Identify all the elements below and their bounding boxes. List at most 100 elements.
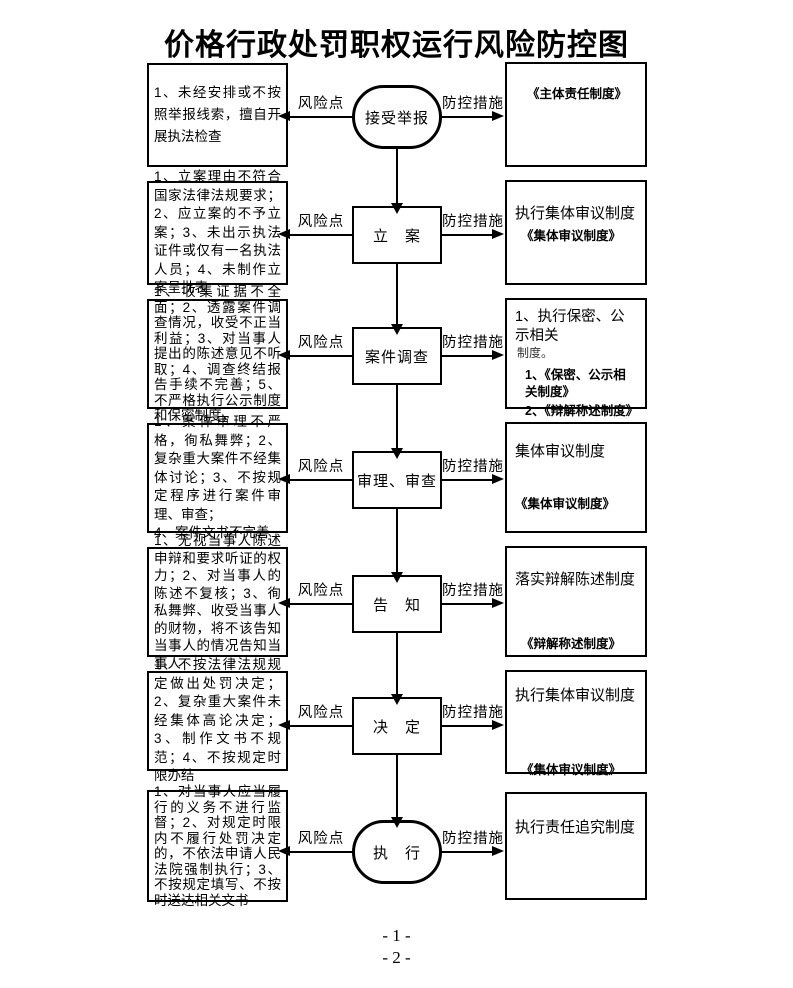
- risk-point-label: 风险点: [297, 335, 345, 351]
- measure-arrow-label: 防控措施: [442, 583, 504, 599]
- risk-arrow: [278, 598, 352, 608]
- arrowhead-down-icon: [391, 324, 403, 335]
- measure-text: 落实辩解陈述制度: [515, 571, 636, 588]
- measure-arrow-label: 防控措施: [442, 459, 504, 475]
- measure-box: 落实辩解陈述制度《辩解称述制度》: [505, 546, 647, 657]
- step-shape: 接受举报: [352, 85, 442, 149]
- arrowhead-down-icon: [391, 203, 403, 214]
- measure-box: 执行集体审议制度《集体审议制度》: [505, 670, 647, 777]
- risk-point-label: 风险点: [297, 214, 345, 230]
- flow-row: 1、案件审理不严格，徇私舞弊；2、复杂重大案件不经集体讨论；3、不按规定程序进行…: [0, 414, 793, 542]
- measure-arrow: [440, 720, 504, 730]
- flowchart: 1、未经安排或不按照举报线索，擅自开展执法检查 风险点 接受举报 防控措施 《主…: [0, 58, 793, 918]
- flow-row: 1、对当事人应当履行的义务不进行监督；2、对规定时限内不履行处罚决定的，不依法申…: [0, 784, 793, 918]
- risk-arrow: [278, 474, 352, 484]
- arrowhead-right-icon: [492, 846, 504, 856]
- connector-in: [391, 542, 403, 583]
- step-shape: 告 知: [352, 575, 442, 633]
- risk-text: 1、对当事人应当履行的义务不进行监督；2、对规定时限内不履行处罚决定的，不依法申…: [154, 784, 281, 908]
- step-label: 决 定: [372, 718, 421, 736]
- step-label: 执 行: [372, 844, 421, 862]
- risk-box: 1、未经安排或不按照举报线索，擅自开展执法检查: [147, 63, 288, 167]
- measure-box: 集体审议制度《集体审议制度》: [505, 422, 647, 533]
- flow-row: 1、无视当事人陈述申辩和要求听证的权力；2、对当事人的陈述不复核；3、徇私舞弊、…: [0, 533, 793, 671]
- arrowhead-left-icon: [278, 720, 290, 730]
- connector-in: [391, 294, 403, 335]
- measure-arrow-label: 防控措施: [442, 335, 504, 351]
- step-shape: 决 定: [352, 697, 442, 755]
- connector-out: [396, 264, 398, 294]
- risk-box: 1、不按法律法规规定做出处罚决定；2、复杂重大案件未经集体高论决定；3、制作文书…: [147, 657, 288, 783]
- arrowhead-left-icon: [278, 846, 290, 856]
- measure-box: 执行责任追究制度: [505, 792, 647, 900]
- flow-row: 1、未经安排或不按照举报线索，擅自开展执法检查 风险点 接受举报 防控措施 《主…: [0, 58, 793, 176]
- measure-box: 执行集体审议制度《集体审议制度》: [505, 180, 647, 285]
- page-title: 价格行政处罚职权运行风险防控图: [164, 29, 629, 62]
- measure-arrow-label: 防控措施: [442, 705, 504, 721]
- measure-doc-title: 《集体审议制度》: [515, 496, 616, 511]
- step-shape: 案件调查: [352, 327, 442, 385]
- connector-in: [391, 418, 403, 459]
- step-shape: 审理、审查: [352, 451, 442, 509]
- arrowhead-down-icon: [391, 572, 403, 583]
- arrowhead-right-icon: [492, 598, 504, 608]
- step-label: 审理、审查: [356, 472, 437, 490]
- step-label: 立 案: [372, 227, 421, 245]
- step-label: 接受举报: [364, 109, 429, 127]
- arrowhead-left-icon: [278, 111, 290, 121]
- measure-doc-title: 1、《保密、公示相关制度》: [525, 368, 626, 399]
- connector-out: [396, 509, 398, 542]
- arrowhead-right-icon: [492, 229, 504, 239]
- risk-point-label: 风险点: [297, 96, 345, 112]
- connector-out: [396, 385, 398, 418]
- risk-box: 1、案件审理不严格，徇私舞弊；2、复杂重大案件不经集体讨论；3、不按规定程序进行…: [147, 414, 288, 540]
- measure-arrow: [440, 474, 504, 484]
- measure-arrow-label: 防控措施: [442, 214, 504, 230]
- step-label: 案件调查: [364, 348, 429, 366]
- risk-text: 1、收集证据不全面；2、透露案件调查情况，收受不正当利益；3、对当事人提出的陈述…: [154, 284, 281, 424]
- arrowhead-down-icon: [391, 817, 403, 828]
- measure-arrow-label: 防控措施: [442, 96, 504, 112]
- measure-arrow: [440, 598, 504, 608]
- risk-box: 1、无视当事人陈述申辩和要求听证的权力；2、对当事人的陈述不复核；3、徇私舞弊、…: [147, 533, 288, 671]
- flow-row: 1、不按法律法规规定做出处罚决定；2、复杂重大案件未经集体高论决定；3、制作文书…: [0, 657, 793, 786]
- risk-point-label: 风险点: [297, 583, 345, 599]
- risk-arrow: [278, 720, 352, 730]
- measure-doc-title: 《集体审议制度》: [521, 762, 622, 777]
- arrowhead-right-icon: [492, 350, 504, 360]
- connector-in: [391, 666, 403, 705]
- risk-text: 1、不按法律法规规定做出处罚决定；2、复杂重大案件未经集体高论决定；3、制作文书…: [154, 657, 281, 784]
- arrowhead-left-icon: [278, 350, 290, 360]
- risk-box: 1、收集证据不全面；2、透露案件调查情况，收受不正当利益；3、对当事人提出的陈述…: [147, 284, 288, 423]
- measure-text: 集体审议制度: [515, 443, 606, 460]
- arrowhead-down-icon: [391, 694, 403, 705]
- connector-out: [396, 755, 398, 786]
- measure-doc-title: 《主体责任制度》: [527, 87, 628, 101]
- page-number-1: - 1 -: [382, 926, 411, 945]
- arrowhead-right-icon: [492, 720, 504, 730]
- arrowhead-left-icon: [278, 598, 290, 608]
- risk-box: 1、对当事人应当履行的义务不进行监督；2、对规定时限内不履行处罚决定的，不依法申…: [147, 784, 288, 908]
- risk-text: 1、无视当事人陈述申辩和要求听证的权力；2、对当事人的陈述不复核；3、徇私舞弊、…: [154, 533, 281, 671]
- measure-doc-title: 《集体审议制度》: [521, 228, 622, 243]
- measure-box: 1、执行保密、公示相关制度。1、《保密、公示相关制度》2、《辩解称述制度》: [505, 298, 647, 418]
- measure-arrow: [440, 846, 504, 856]
- risk-arrow: [278, 229, 352, 239]
- measure-box: 《主体责任制度》: [505, 62, 647, 167]
- measure-text: 1、执行保密、公示相关: [515, 309, 625, 344]
- measure-arrow: [440, 350, 504, 360]
- measure-text: 执行集体审议制度: [515, 205, 636, 222]
- risk-point-label: 风险点: [297, 705, 345, 721]
- connector-out: [396, 149, 398, 176]
- arrowhead-right-icon: [492, 111, 504, 121]
- measure-text: 执行集体审议制度: [515, 687, 636, 704]
- step-shape: 立 案: [352, 206, 442, 264]
- measure-doc-title: 2、《辩解称述制度》: [525, 403, 639, 418]
- page-number-2: - 2 -: [382, 948, 411, 967]
- risk-point-label: 风险点: [297, 831, 345, 847]
- risk-text: 1、立案理由不符合国家法律法规要求；2、应立案的不予立案；3、未出示执法证件或仅…: [154, 169, 281, 296]
- arrowhead-left-icon: [278, 474, 290, 484]
- risk-text: 1、未经安排或不按照举报线索，擅自开展执法检查: [154, 85, 281, 144]
- flow-row: 1、立案理由不符合国家法律法规要求；2、应立案的不予立案；3、未出示执法证件或仅…: [0, 169, 793, 295]
